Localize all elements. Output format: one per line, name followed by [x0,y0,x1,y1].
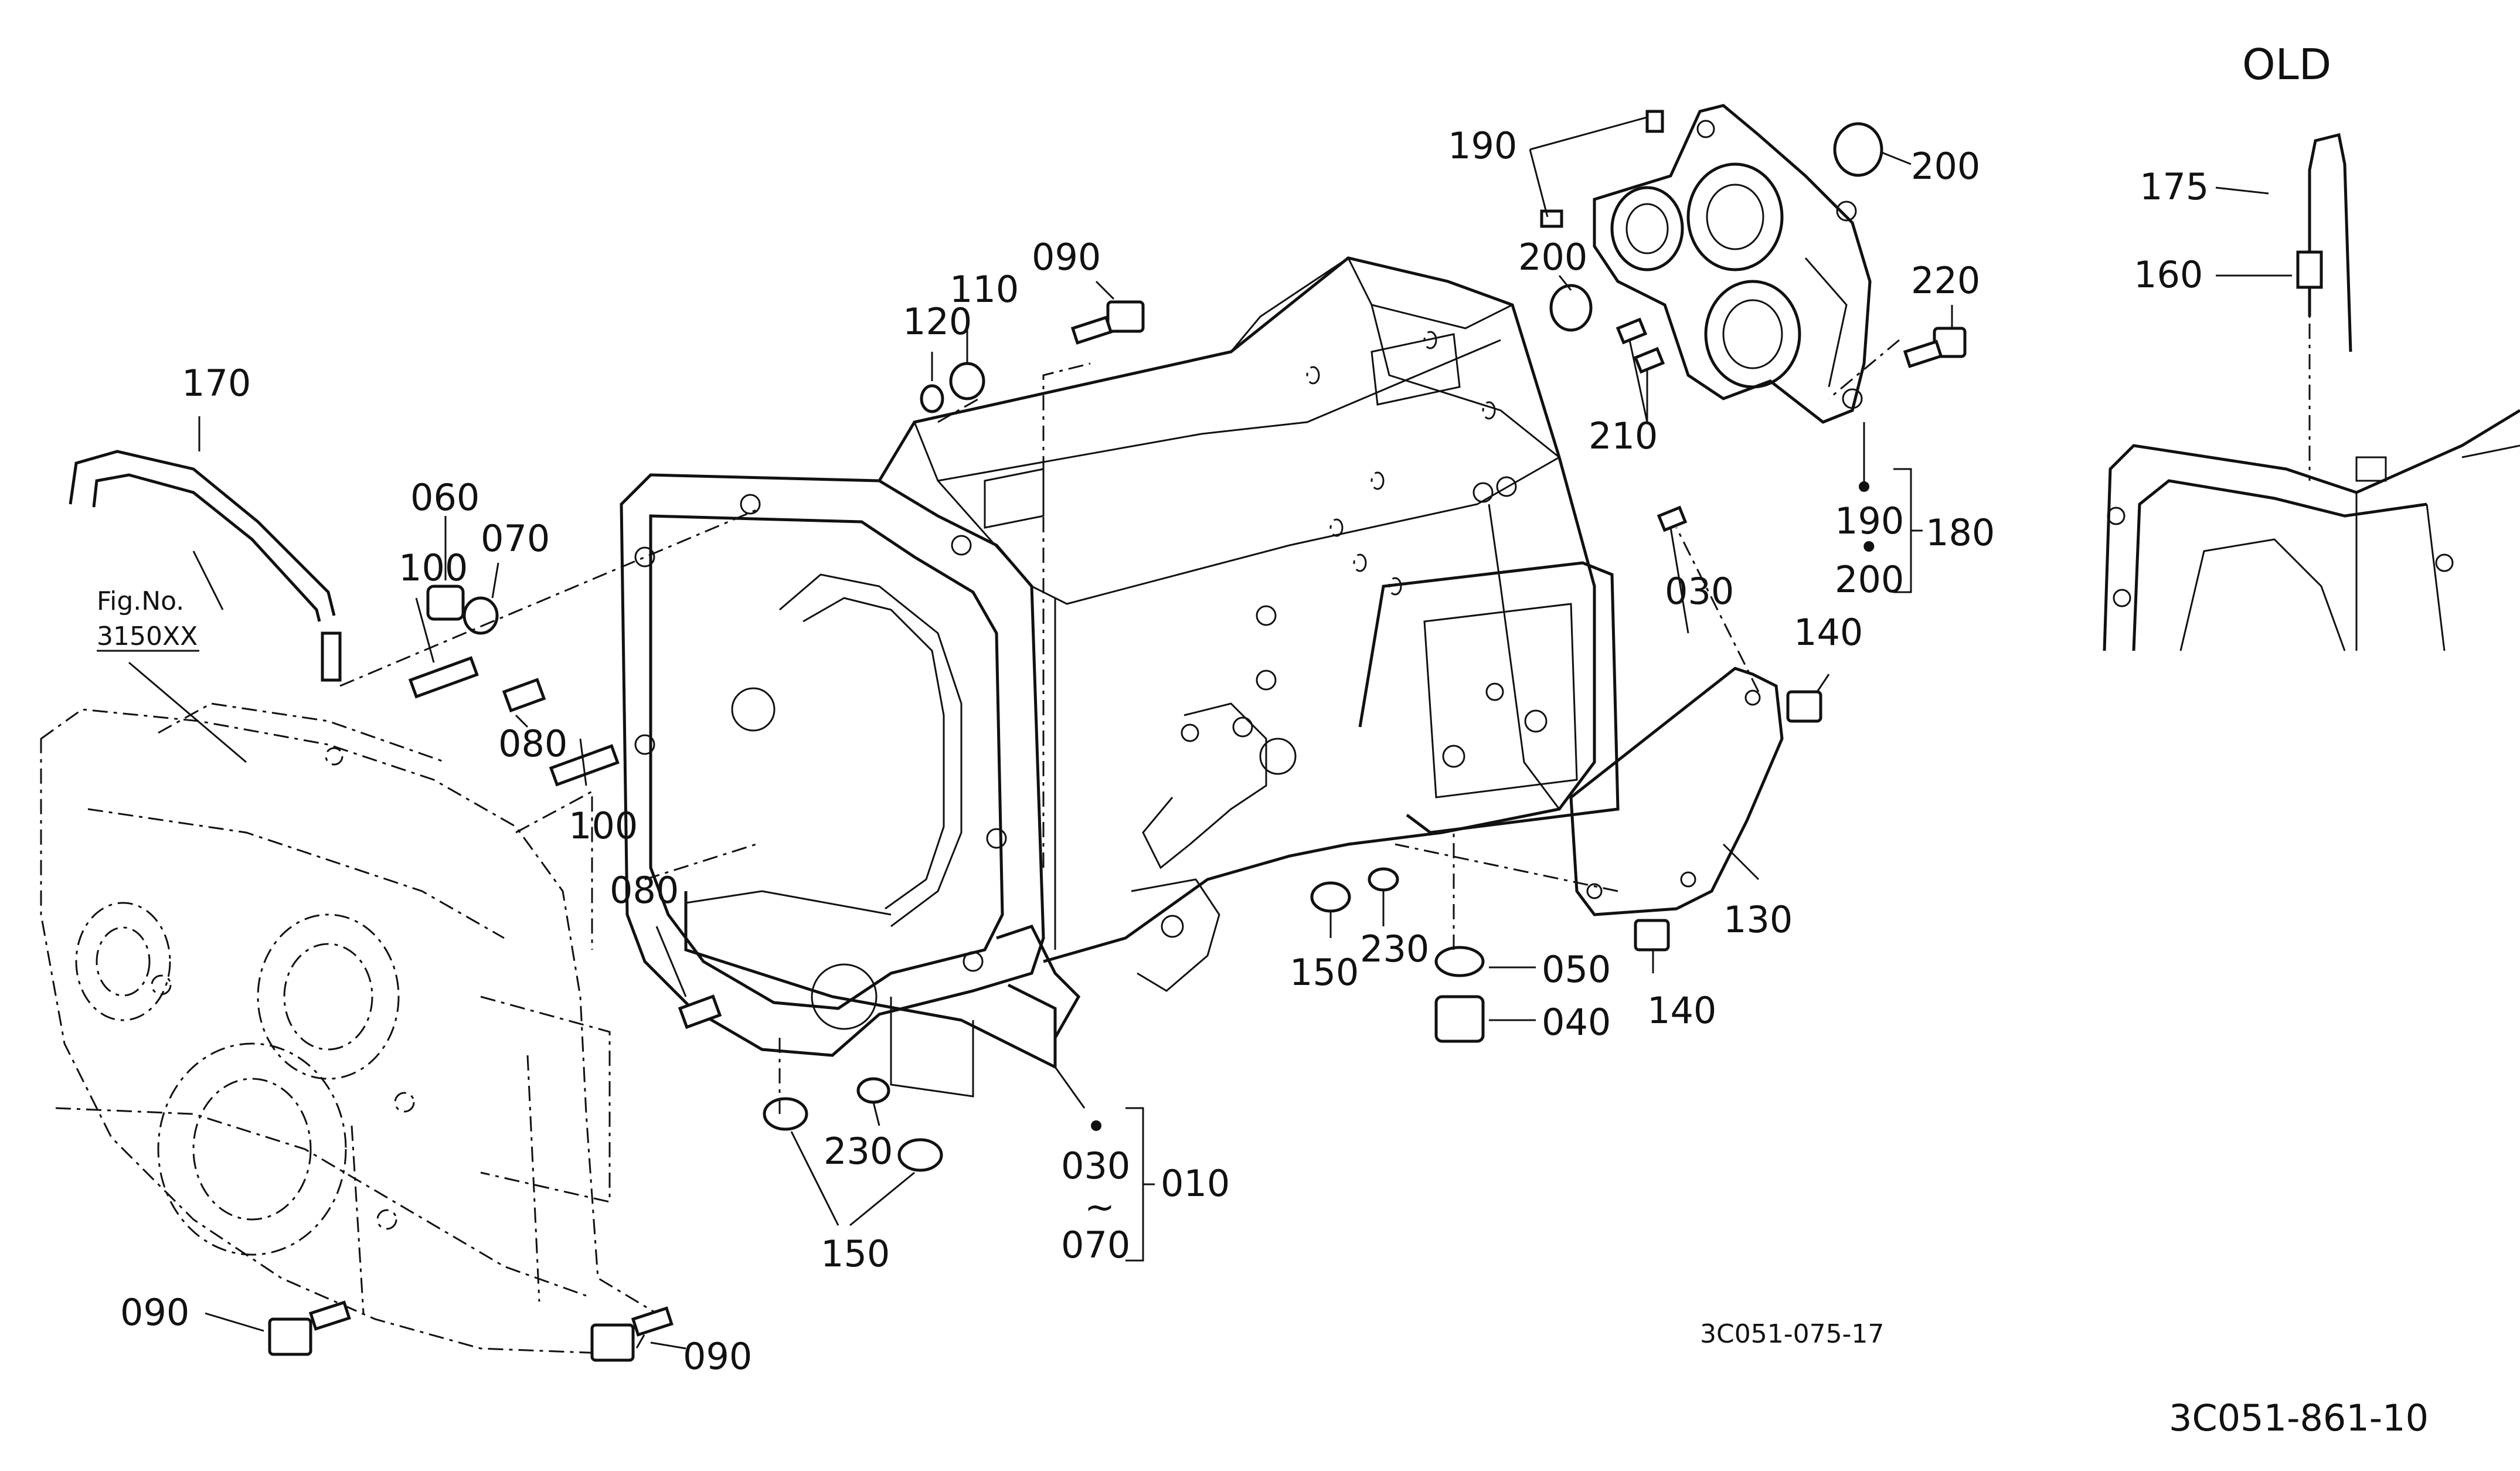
label-090b: 090 [120,1291,189,1334]
label-bullet: • [1858,526,1880,569]
label-200b: 200 [1911,145,1980,188]
label-080b: 080 [610,869,679,912]
transmission-case-main [620,256,1620,1098]
drawing-code: 3C051-861-10 [2169,1397,2429,1439]
label-120: 120 [903,300,972,343]
tilde-range: ~ [1084,1185,1115,1228]
sub-drawing-code: 3C051-075-17 [1700,1319,1884,1349]
marker-dot-010 [1091,1120,1101,1131]
label-080a: 080 [498,722,567,765]
label-200c: 200 [1835,558,1904,601]
label-070a: 070 [481,517,550,560]
label-140b: 140 [1794,611,1863,654]
rear-bearing-case-180 [1593,104,1872,424]
label-010: 010 [1161,1162,1230,1205]
old-version-inset [2103,409,2520,651]
label-030b: 030 [1665,570,1734,613]
label-040: 040 [1542,1001,1611,1044]
label-220: 220 [1911,259,1980,302]
label-170: 170 [182,362,251,405]
label-070b: 070 [1061,1224,1130,1266]
label-110: 110 [950,268,1019,311]
label-150b: 150 [1290,951,1359,994]
label-230b: 230 [1360,928,1429,970]
label-140a: 140 [1647,989,1716,1032]
label-030a: 030 [1061,1144,1130,1187]
label-210: 210 [1589,415,1658,457]
label-100b: 100 [569,804,638,847]
mating-gear-case-outline [40,702,658,1356]
label-090c: 090 [683,1335,752,1378]
label-230a: 230 [824,1130,893,1173]
label-150a: 150 [821,1232,890,1275]
inset-title: OLD [2242,40,2331,89]
label-200a: 200 [1518,236,1587,278]
part-number-labels: OLD 175 160 170 Fig.No. 3150XX 100 060 0… [97,40,2429,1439]
label-190b: 190 [1835,500,1904,542]
label-090a: 090 [1032,236,1101,278]
label-160: 160 [2134,253,2203,296]
leader-lines [128,116,2311,1350]
label-060: 060 [410,476,479,519]
fig-ref-line1: Fig.No. [97,586,184,616]
label-130: 130 [1723,898,1793,941]
label-175: 175 [2140,165,2209,208]
label-100a: 100 [399,546,468,589]
marker-dot-180 [1859,481,1869,492]
fig-ref-line2: 3150XX [97,621,198,651]
label-050: 050 [1542,948,1611,991]
case-hidden-holes [1306,331,1496,596]
label-190a: 190 [1448,124,1517,167]
label-180: 180 [1926,511,1995,554]
rear-cover-plate-130 [1569,667,1784,916]
